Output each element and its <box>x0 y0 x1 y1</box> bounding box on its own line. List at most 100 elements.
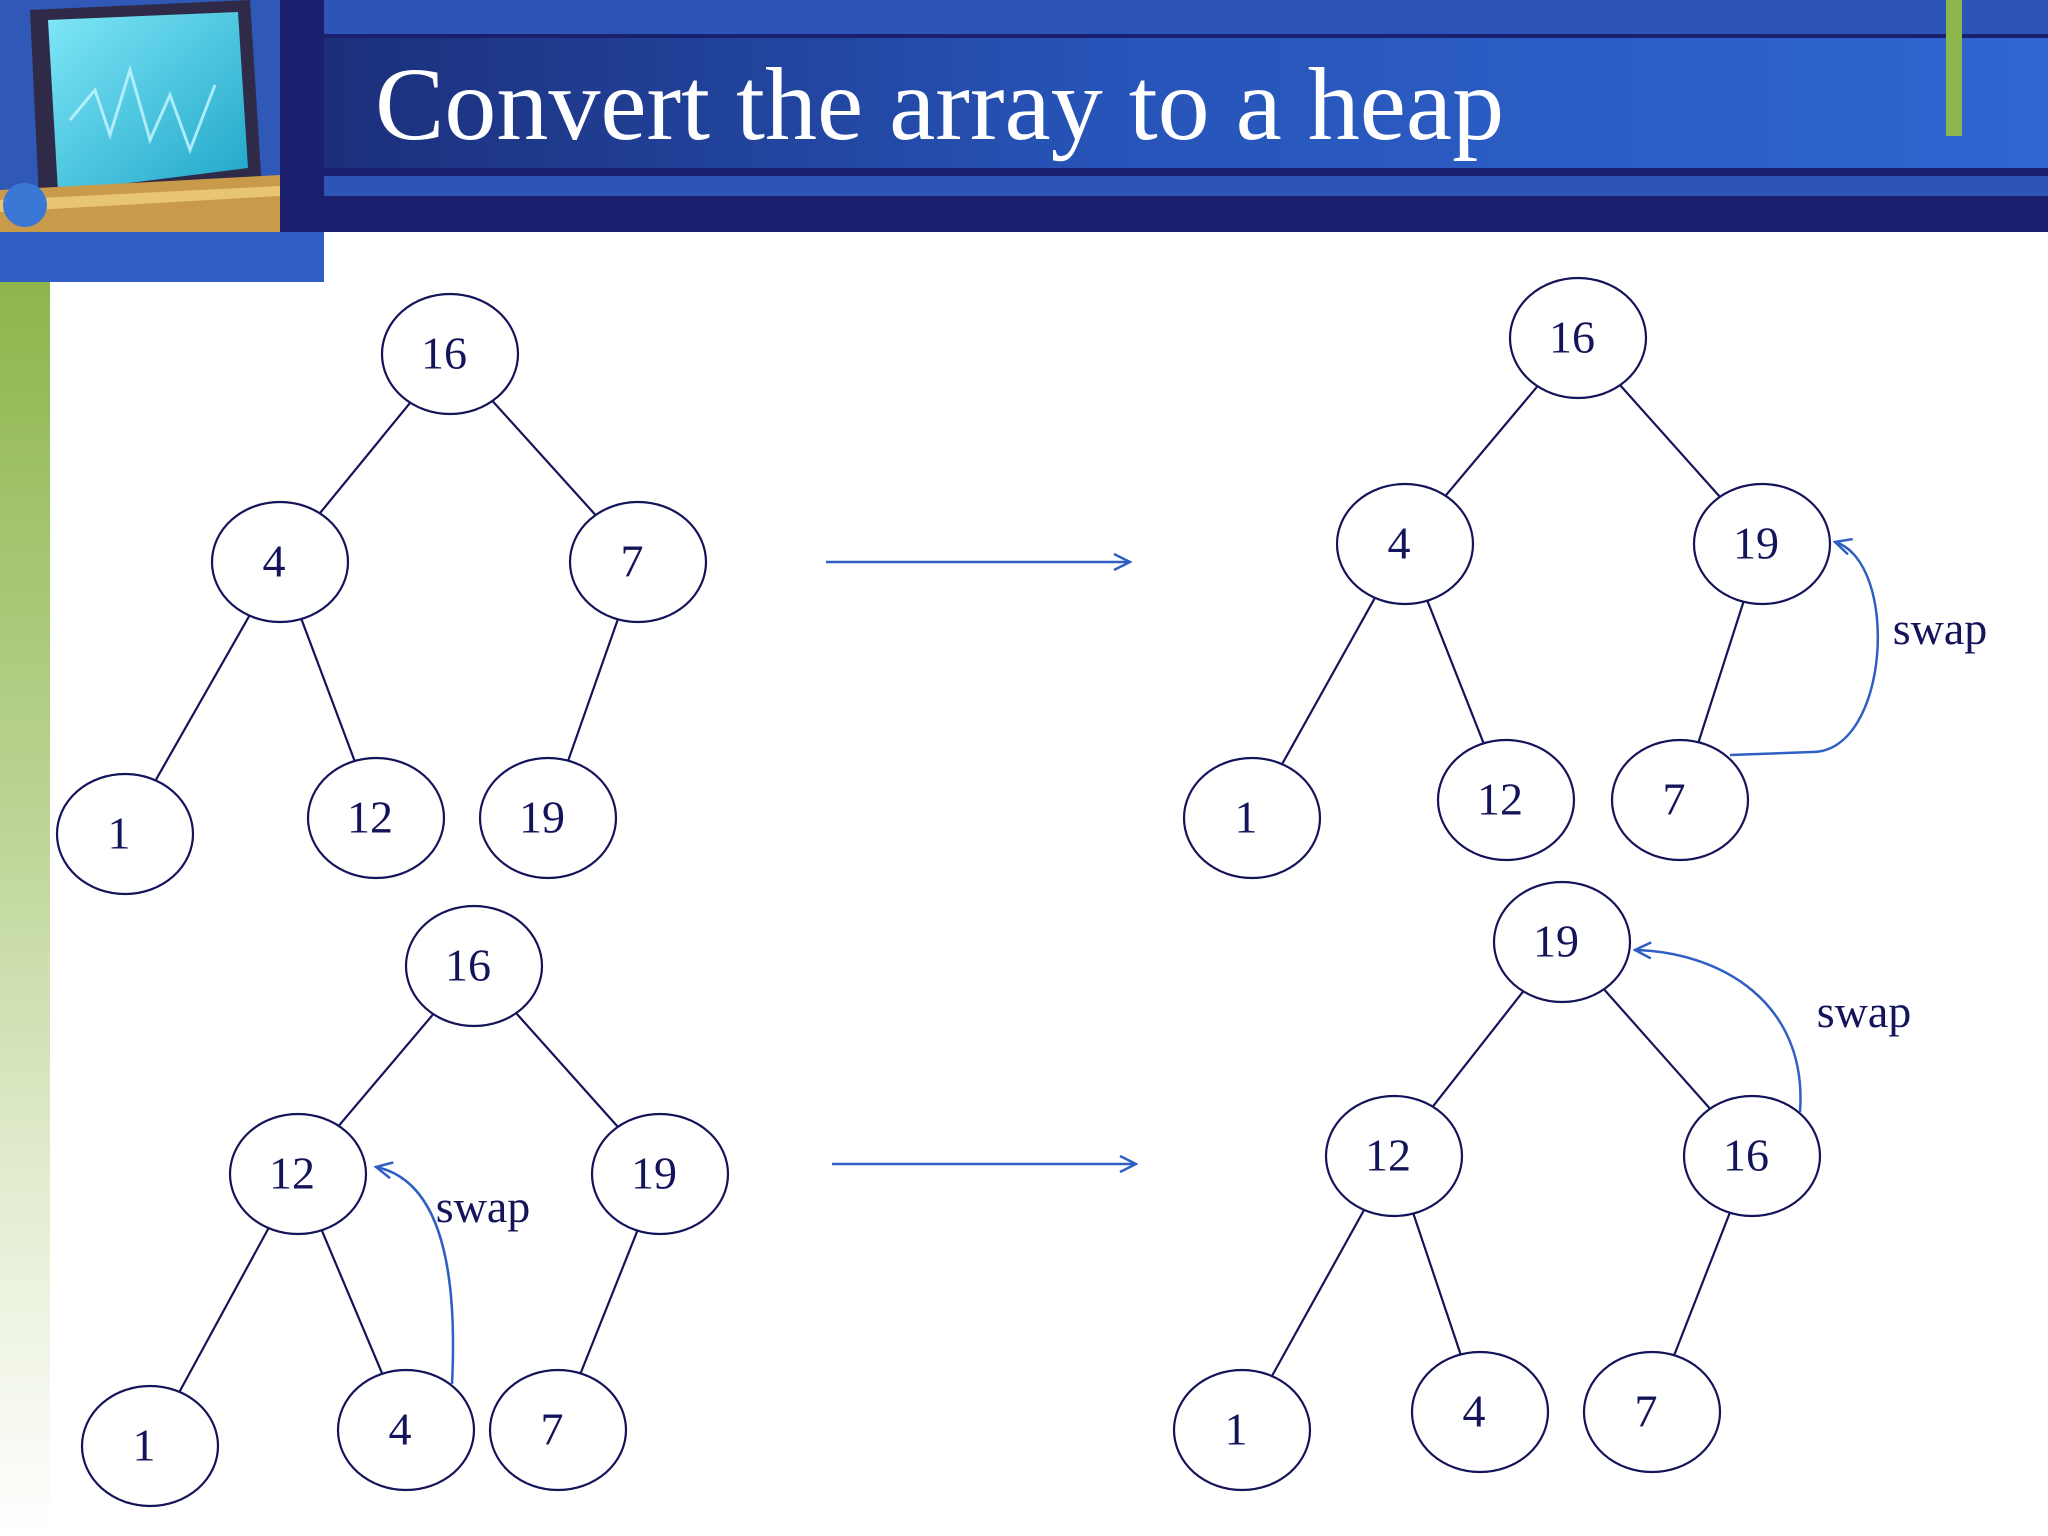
node-circle <box>478 756 618 880</box>
node-circle <box>568 500 708 624</box>
node-value: 16 <box>445 940 491 991</box>
node-value: 4 <box>1388 518 1411 569</box>
tree-node: 7 <box>488 1368 628 1492</box>
node-circle <box>1335 482 1475 606</box>
swap-label: swap <box>1893 603 1988 654</box>
node-value: 4 <box>263 536 286 587</box>
tree-node: 16 <box>380 292 520 416</box>
node-value: 19 <box>519 792 565 843</box>
tree-edge <box>320 1229 384 1375</box>
swap-label: swap <box>436 1181 531 1232</box>
node-circle <box>210 500 350 624</box>
tree-edge <box>154 615 251 781</box>
heap-tree-step-1: 16 4 7 1 12 19 <box>55 292 708 896</box>
heap-tree-step-4: 19 12 16 1 4 7 swap <box>1172 880 1912 1492</box>
tree-node: 7 <box>1610 738 1750 862</box>
node-circle <box>80 1384 220 1508</box>
node-value: 12 <box>269 1148 315 1199</box>
tree-node: 1 <box>80 1384 220 1508</box>
node-value: 12 <box>1365 1130 1411 1181</box>
node-circle <box>1582 1350 1722 1474</box>
node-circle <box>1172 1368 1312 1492</box>
tree-node: 19 <box>1492 880 1632 1004</box>
node-circle <box>1436 738 1576 862</box>
sidebar-accent <box>0 282 50 1536</box>
node-circle <box>1492 880 1632 1004</box>
tree-node: 7 <box>1582 1350 1722 1474</box>
tree-node: 16 <box>1682 1094 1822 1218</box>
node-circle <box>1410 1350 1550 1474</box>
tree-edge <box>1619 384 1721 498</box>
node-value: 4 <box>1463 1386 1486 1437</box>
node-circle <box>590 1112 730 1236</box>
tree-node: 12 <box>1324 1094 1464 1218</box>
swap-arrow <box>1729 542 1879 757</box>
tree-node: 4 <box>1410 1350 1550 1474</box>
node-value: 1 <box>1235 792 1258 843</box>
tree-edge <box>1281 597 1376 765</box>
tree-edge <box>1270 1209 1366 1377</box>
node-value: 7 <box>541 1404 564 1455</box>
heap-tree-step-3: 16 12 19 1 4 7 swap <box>80 904 730 1508</box>
node-value: 12 <box>347 792 393 843</box>
node-value: 1 <box>108 808 131 859</box>
node-value: 7 <box>1663 774 1686 825</box>
node-circle <box>1324 1094 1464 1218</box>
tree-node: 4 <box>336 1368 476 1492</box>
slide-title: Convert the array to a heap <box>375 47 1505 162</box>
heap-tree-step-2: 16 4 19 1 12 7 swap <box>1182 276 1988 880</box>
node-circle <box>380 292 520 416</box>
tree-edge <box>491 400 597 516</box>
node-value: 7 <box>1635 1386 1658 1437</box>
tree-edge <box>1697 601 1745 743</box>
swap-arrow <box>1635 950 1802 1113</box>
node-value: 1 <box>133 1420 156 1471</box>
node-value: 16 <box>421 328 467 379</box>
swap-arrow <box>376 1167 455 1385</box>
node-circle <box>1610 738 1750 862</box>
tree-node: 12 <box>228 1112 368 1236</box>
node-circle <box>1692 482 1832 606</box>
node-circle <box>306 756 446 880</box>
tree-node: 12 <box>1436 738 1576 862</box>
tree-node: 1 <box>1182 756 1322 880</box>
tree-node: 19 <box>590 1112 730 1236</box>
node-circle <box>228 1112 368 1236</box>
tree-edge <box>1603 988 1711 1110</box>
node-value: 1 <box>1225 1404 1248 1455</box>
tree-edge <box>1431 990 1525 1108</box>
tree-edge <box>1673 1212 1731 1356</box>
tree-node: 1 <box>55 772 195 896</box>
tree-node: 4 <box>1335 482 1475 606</box>
node-circle <box>1182 756 1322 880</box>
tree-edge <box>567 618 619 762</box>
node-value: 19 <box>631 1148 677 1199</box>
computer-logo-image <box>0 0 280 232</box>
node-circle <box>1682 1094 1822 1218</box>
node-value: 19 <box>1733 518 1779 569</box>
node-circle <box>55 772 195 896</box>
swap-label: swap <box>1817 986 1912 1037</box>
tree-node: 4 <box>210 500 350 624</box>
node-value: 16 <box>1723 1130 1769 1181</box>
tree-edge <box>579 1230 639 1374</box>
node-value: 16 <box>1549 312 1595 363</box>
tree-edge <box>300 618 356 762</box>
tree-edge <box>337 1013 435 1127</box>
tree-edge <box>515 1012 619 1128</box>
tree-edge <box>1412 1213 1462 1355</box>
node-value: 19 <box>1533 916 1579 967</box>
tree-node: 16 <box>1508 276 1648 400</box>
tree-edge <box>1426 600 1485 744</box>
tree-edge <box>178 1227 270 1393</box>
tree-edge <box>1444 385 1539 497</box>
tree-node: 19 <box>1692 482 1832 606</box>
node-value: 7 <box>621 536 644 587</box>
node-circle <box>488 1368 628 1492</box>
node-circle <box>404 904 544 1028</box>
header-graphic <box>0 0 2048 282</box>
tree-node: 1 <box>1172 1368 1312 1492</box>
slide-header: Convert the array to a heap <box>0 0 2048 282</box>
node-value: 4 <box>389 1404 412 1455</box>
